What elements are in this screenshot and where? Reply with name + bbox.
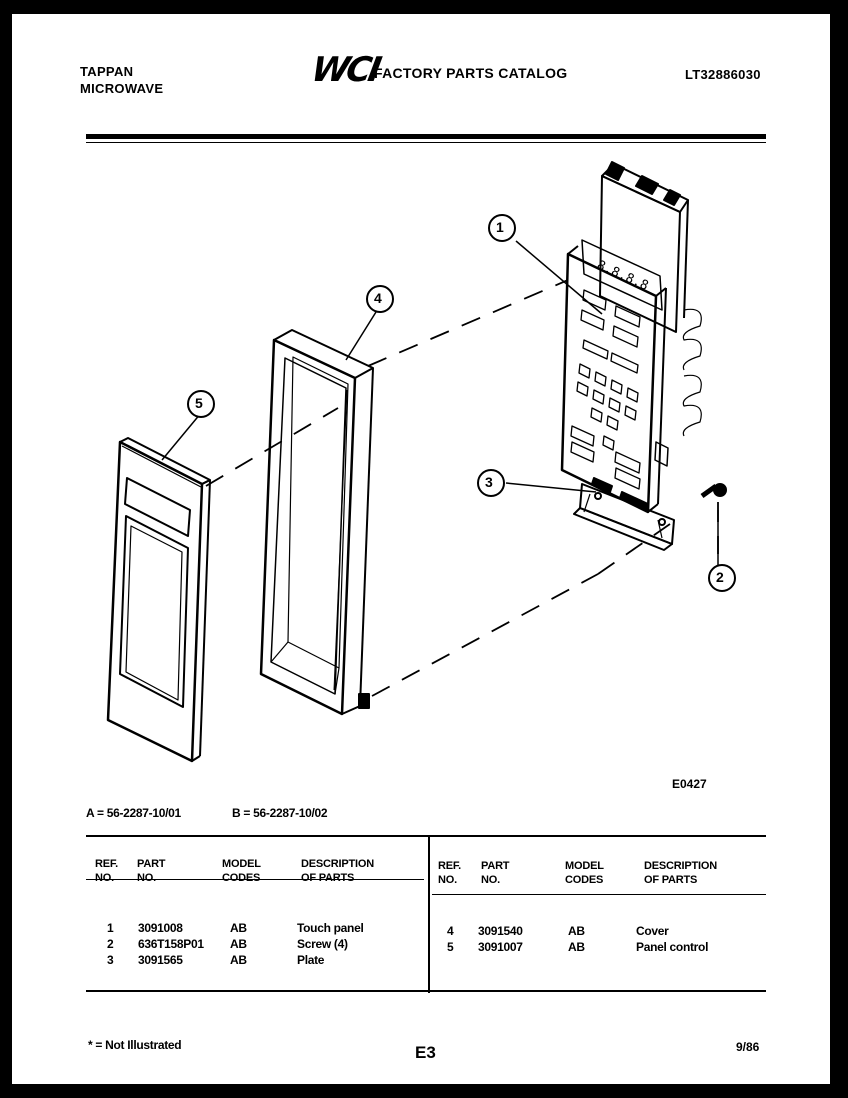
part-1-touch-panel: 8.8.8.8 <box>560 161 702 514</box>
header-rule-thin <box>86 142 766 143</box>
row-desc: Panel control <box>636 940 709 954</box>
row-part: 3091007 <box>478 940 523 954</box>
page-number: E3 <box>415 1043 436 1062</box>
row-codes: AB <box>230 921 247 935</box>
table-divider <box>428 837 430 993</box>
row-desc: Plate <box>297 953 325 967</box>
table-header-rule-left <box>86 879 424 880</box>
row-ref: 5 <box>447 940 454 954</box>
table-top-rule <box>86 835 766 837</box>
model-number: LT32886030 <box>685 67 761 82</box>
catalog-page: TAPPAN MICROWAVE WCI FACTORY PARTS CATAL… <box>12 14 830 1084</box>
part-2-screw <box>700 483 727 499</box>
row-part: 3091540 <box>478 924 523 938</box>
table-header-rule-right <box>432 894 766 895</box>
product-name: MICROWAVE <box>80 81 164 96</box>
part-3-plate <box>573 483 675 551</box>
model-code-b: B = 56-2287-10/02 <box>232 806 328 820</box>
row-part: 3091008 <box>138 921 183 935</box>
exploded-parts-diagram: 8.8.8.8 <box>106 161 736 763</box>
col-header-desc: DESCRIPTION OF PARTS <box>301 858 374 884</box>
date: 9/86 <box>736 1040 760 1054</box>
catalog-title: FACTORY PARTS CATALOG <box>374 65 568 81</box>
row-part: 636T158P01 <box>138 937 204 951</box>
row-codes: AB <box>568 924 585 938</box>
col-header-codes-right: MODEL CODES <box>565 860 604 886</box>
model-code-a: A = 56-2287-10/01 <box>86 806 181 820</box>
brand-name: TAPPAN <box>80 64 134 79</box>
part-4-cover <box>259 329 374 716</box>
row-codes: AB <box>230 937 247 951</box>
col-header-desc-right: DESCRIPTION OF PARTS <box>644 860 717 886</box>
row-desc: Cover <box>636 924 669 938</box>
figure-code: E0427 <box>672 777 707 791</box>
row-codes: AB <box>568 940 585 954</box>
header-rule-thick <box>86 134 766 139</box>
footnote: * = Not Illustrated <box>88 1038 182 1052</box>
callout-4: 4 <box>374 290 382 306</box>
row-ref: 2 <box>107 937 114 951</box>
row-desc: Screw (4) <box>297 937 348 951</box>
part-5-panel-control <box>106 437 211 763</box>
callout-3: 3 <box>485 474 493 490</box>
col-header-ref-right: REF. NO. <box>438 860 462 886</box>
callout-2: 2 <box>716 569 724 585</box>
col-header-ref: REF. NO. <box>95 858 119 884</box>
callout-5: 5 <box>195 395 203 411</box>
row-ref: 4 <box>447 924 454 938</box>
row-part: 3091565 <box>138 953 183 967</box>
callout-circles <box>187 214 736 592</box>
row-desc: Touch panel <box>297 921 364 935</box>
table-bottom-rule <box>86 990 766 992</box>
col-header-part-right: PART NO. <box>481 860 510 886</box>
col-header-part: PART NO. <box>137 858 166 884</box>
row-codes: AB <box>230 953 247 967</box>
callout-1: 1 <box>496 219 504 235</box>
row-ref: 1 <box>107 921 114 935</box>
col-header-codes: MODEL CODES <box>222 858 261 884</box>
row-ref: 3 <box>107 953 114 967</box>
